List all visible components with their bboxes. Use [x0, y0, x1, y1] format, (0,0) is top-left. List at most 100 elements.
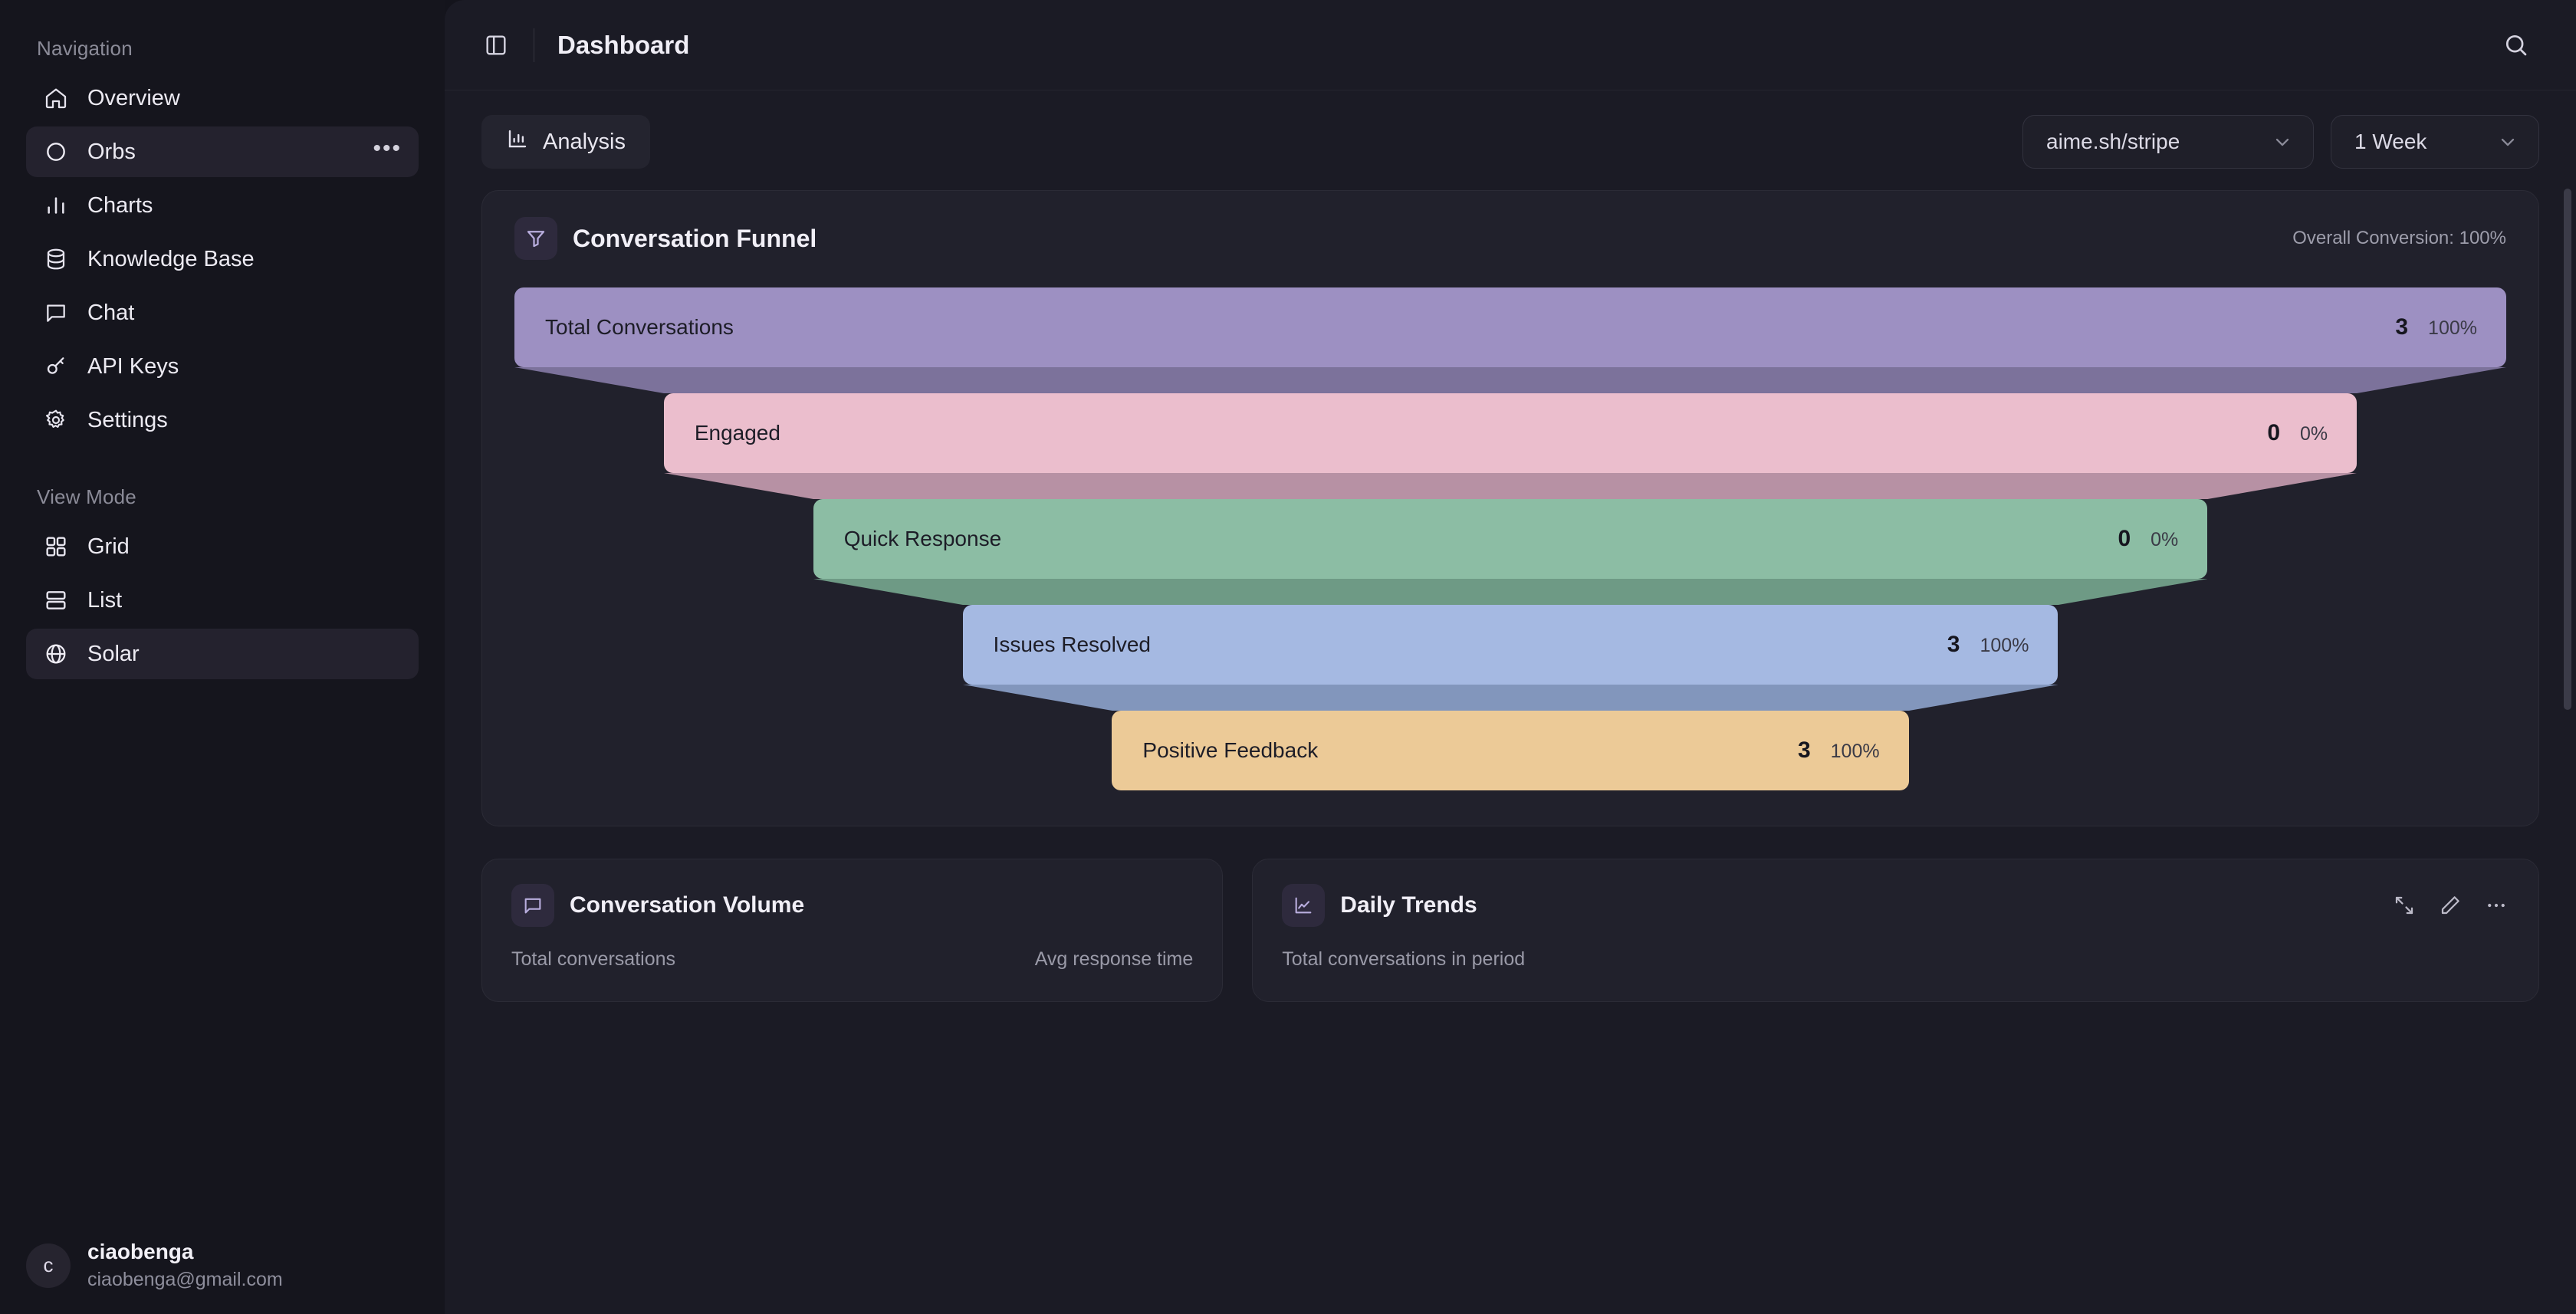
- panel-left-icon[interactable]: [478, 28, 514, 63]
- page-title: Dashboard: [557, 30, 690, 59]
- navigation-section-label: Navigation: [37, 37, 133, 60]
- funnel-connector: [514, 367, 2506, 393]
- overall-conversion-label: Overall Conversion: 100%: [2292, 228, 2506, 248]
- sidebar: Navigation Overview Orbs ••• Charts: [0, 0, 445, 1314]
- card-header: Conversation Volume: [511, 884, 1193, 927]
- sidebar-item-label: Orbs: [87, 139, 136, 164]
- sidebar-item-label: Knowledge Base: [87, 246, 255, 271]
- bottom-card-row: Conversation Volume Total conversations …: [481, 859, 2539, 1048]
- more-icon[interactable]: [2483, 892, 2509, 918]
- avg-response-time-label: Avg response time: [1034, 948, 1194, 970]
- project-select[interactable]: aime.sh/stripe: [2022, 115, 2314, 169]
- funnel-bar-percent: 0%: [2300, 423, 2328, 445]
- card-actions: [2391, 892, 2509, 918]
- analysis-toolbar: Analysis aime.sh/stripe 1 Week: [481, 90, 2539, 190]
- conversation-volume-card: Conversation Volume Total conversations …: [481, 859, 1224, 1002]
- funnel-bar-label: Quick Response: [843, 527, 1002, 550]
- funnel-bar-label: Total Conversations: [545, 315, 734, 339]
- funnel-bar-label: Issues Resolved: [993, 632, 1151, 656]
- user-email: ciaobenga@gmail.com: [87, 1269, 283, 1290]
- list-icon: [43, 587, 69, 613]
- search-icon[interactable]: [2496, 25, 2536, 65]
- globe-icon: [43, 641, 69, 667]
- funnel-bar-percent: 100%: [1980, 635, 2029, 656]
- analysis-label: Analysis: [543, 129, 626, 154]
- sidebar-item-chat[interactable]: Chat: [26, 287, 419, 338]
- grid-icon: [43, 534, 69, 560]
- expand-icon[interactable]: [2391, 892, 2417, 918]
- card-title: Conversation Volume: [570, 892, 805, 918]
- user-meta: ciaobenga ciaobenga@gmail.com: [87, 1240, 283, 1291]
- content-scroll: Analysis aime.sh/stripe 1 Week: [445, 90, 2576, 1314]
- view-mode-list: Grid List Solar: [0, 521, 445, 679]
- funnel-bar[interactable]: Engaged 0 0%: [663, 393, 2358, 473]
- funnel-bar-value: 3: [1797, 737, 1811, 763]
- funnel-bar-value: 3: [1947, 632, 1960, 657]
- funnel-bar-label: Engaged: [694, 421, 780, 445]
- sidebar-item-settings[interactable]: Settings: [26, 395, 419, 445]
- content-scrollbar[interactable]: [2564, 189, 2571, 710]
- time-range-select[interactable]: 1 Week: [2331, 115, 2539, 169]
- view-mode-section-label: View Mode: [37, 485, 136, 508]
- funnel-bar-metrics: 3 100%: [1947, 632, 2029, 658]
- user-profile[interactable]: c ciaobenga ciaobenga@gmail.com: [0, 1220, 445, 1314]
- conversation-funnel-card: Conversation Funnel Overall Conversion: …: [481, 190, 2539, 826]
- sidebar-item-orbs[interactable]: Orbs •••: [26, 126, 419, 177]
- funnel-connector: [514, 473, 2506, 499]
- funnel-bar[interactable]: Issues Resolved 3 100%: [962, 605, 2058, 685]
- sidebar-item-overview[interactable]: Overview: [26, 73, 419, 123]
- sidebar-item-label: Grid: [87, 534, 130, 559]
- pencil-icon[interactable]: [2437, 892, 2463, 918]
- avatar: c: [26, 1243, 71, 1288]
- content-inner: Analysis aime.sh/stripe 1 Week: [445, 90, 2576, 1048]
- message-square-icon: [43, 300, 69, 326]
- card-title: Daily Trends: [1340, 892, 1477, 918]
- funnel-connector: [514, 685, 2506, 711]
- sidebar-item-label: List: [87, 587, 123, 613]
- sidebar-item-list[interactable]: List: [26, 575, 419, 626]
- sidebar-item-api-keys[interactable]: API Keys: [26, 341, 419, 392]
- sidebar-item-label: API Keys: [87, 353, 179, 379]
- navigation-list: Overview Orbs ••• Charts Knowledge B: [0, 73, 445, 445]
- total-conversations-label: Total conversations: [511, 948, 676, 970]
- funnel-step: Engaged 0 0%: [514, 393, 2506, 473]
- line-chart-icon: [1282, 884, 1326, 927]
- sidebar-item-knowledge-base[interactable]: Knowledge Base: [26, 234, 419, 284]
- sidebar-item-solar[interactable]: Solar: [26, 629, 419, 679]
- sidebar-item-charts[interactable]: Charts: [26, 180, 419, 231]
- analysis-tab[interactable]: Analysis: [481, 115, 650, 169]
- project-select-value: aime.sh/stripe: [2046, 130, 2180, 153]
- main-area: Dashboard Analysis: [445, 0, 2576, 1314]
- gear-icon: [43, 407, 69, 433]
- card-subtitles: Total conversations in period: [1282, 948, 2509, 971]
- card-header: Daily Trends: [1282, 884, 2509, 927]
- chevron-down-icon: [2497, 131, 2518, 153]
- total-conversations-period-label: Total conversations in period: [1282, 948, 1526, 970]
- database-icon: [43, 246, 69, 272]
- funnel-card-header: Conversation Funnel Overall Conversion: …: [514, 217, 2506, 260]
- sidebar-item-label: Solar: [87, 641, 140, 666]
- orbs-more-icon[interactable]: •••: [373, 135, 402, 161]
- sidebar-item-label: Overview: [87, 85, 180, 110]
- top-bar: Dashboard: [445, 0, 2576, 90]
- bar-chart-icon: [506, 127, 529, 156]
- funnel-bar-value: 3: [2395, 314, 2409, 340]
- message-square-icon: [511, 884, 554, 927]
- sidebar-item-grid[interactable]: Grid: [26, 521, 419, 572]
- card-subtitles: Total conversations Avg response time: [511, 948, 1193, 971]
- funnel-connector: [514, 579, 2506, 605]
- funnel-step: Issues Resolved 3 100%: [514, 605, 2506, 685]
- funnel-bar-value: 0: [2267, 420, 2280, 445]
- sidebar-item-label: Charts: [87, 192, 153, 218]
- bar-chart-icon: [43, 192, 69, 218]
- key-icon: [43, 353, 69, 379]
